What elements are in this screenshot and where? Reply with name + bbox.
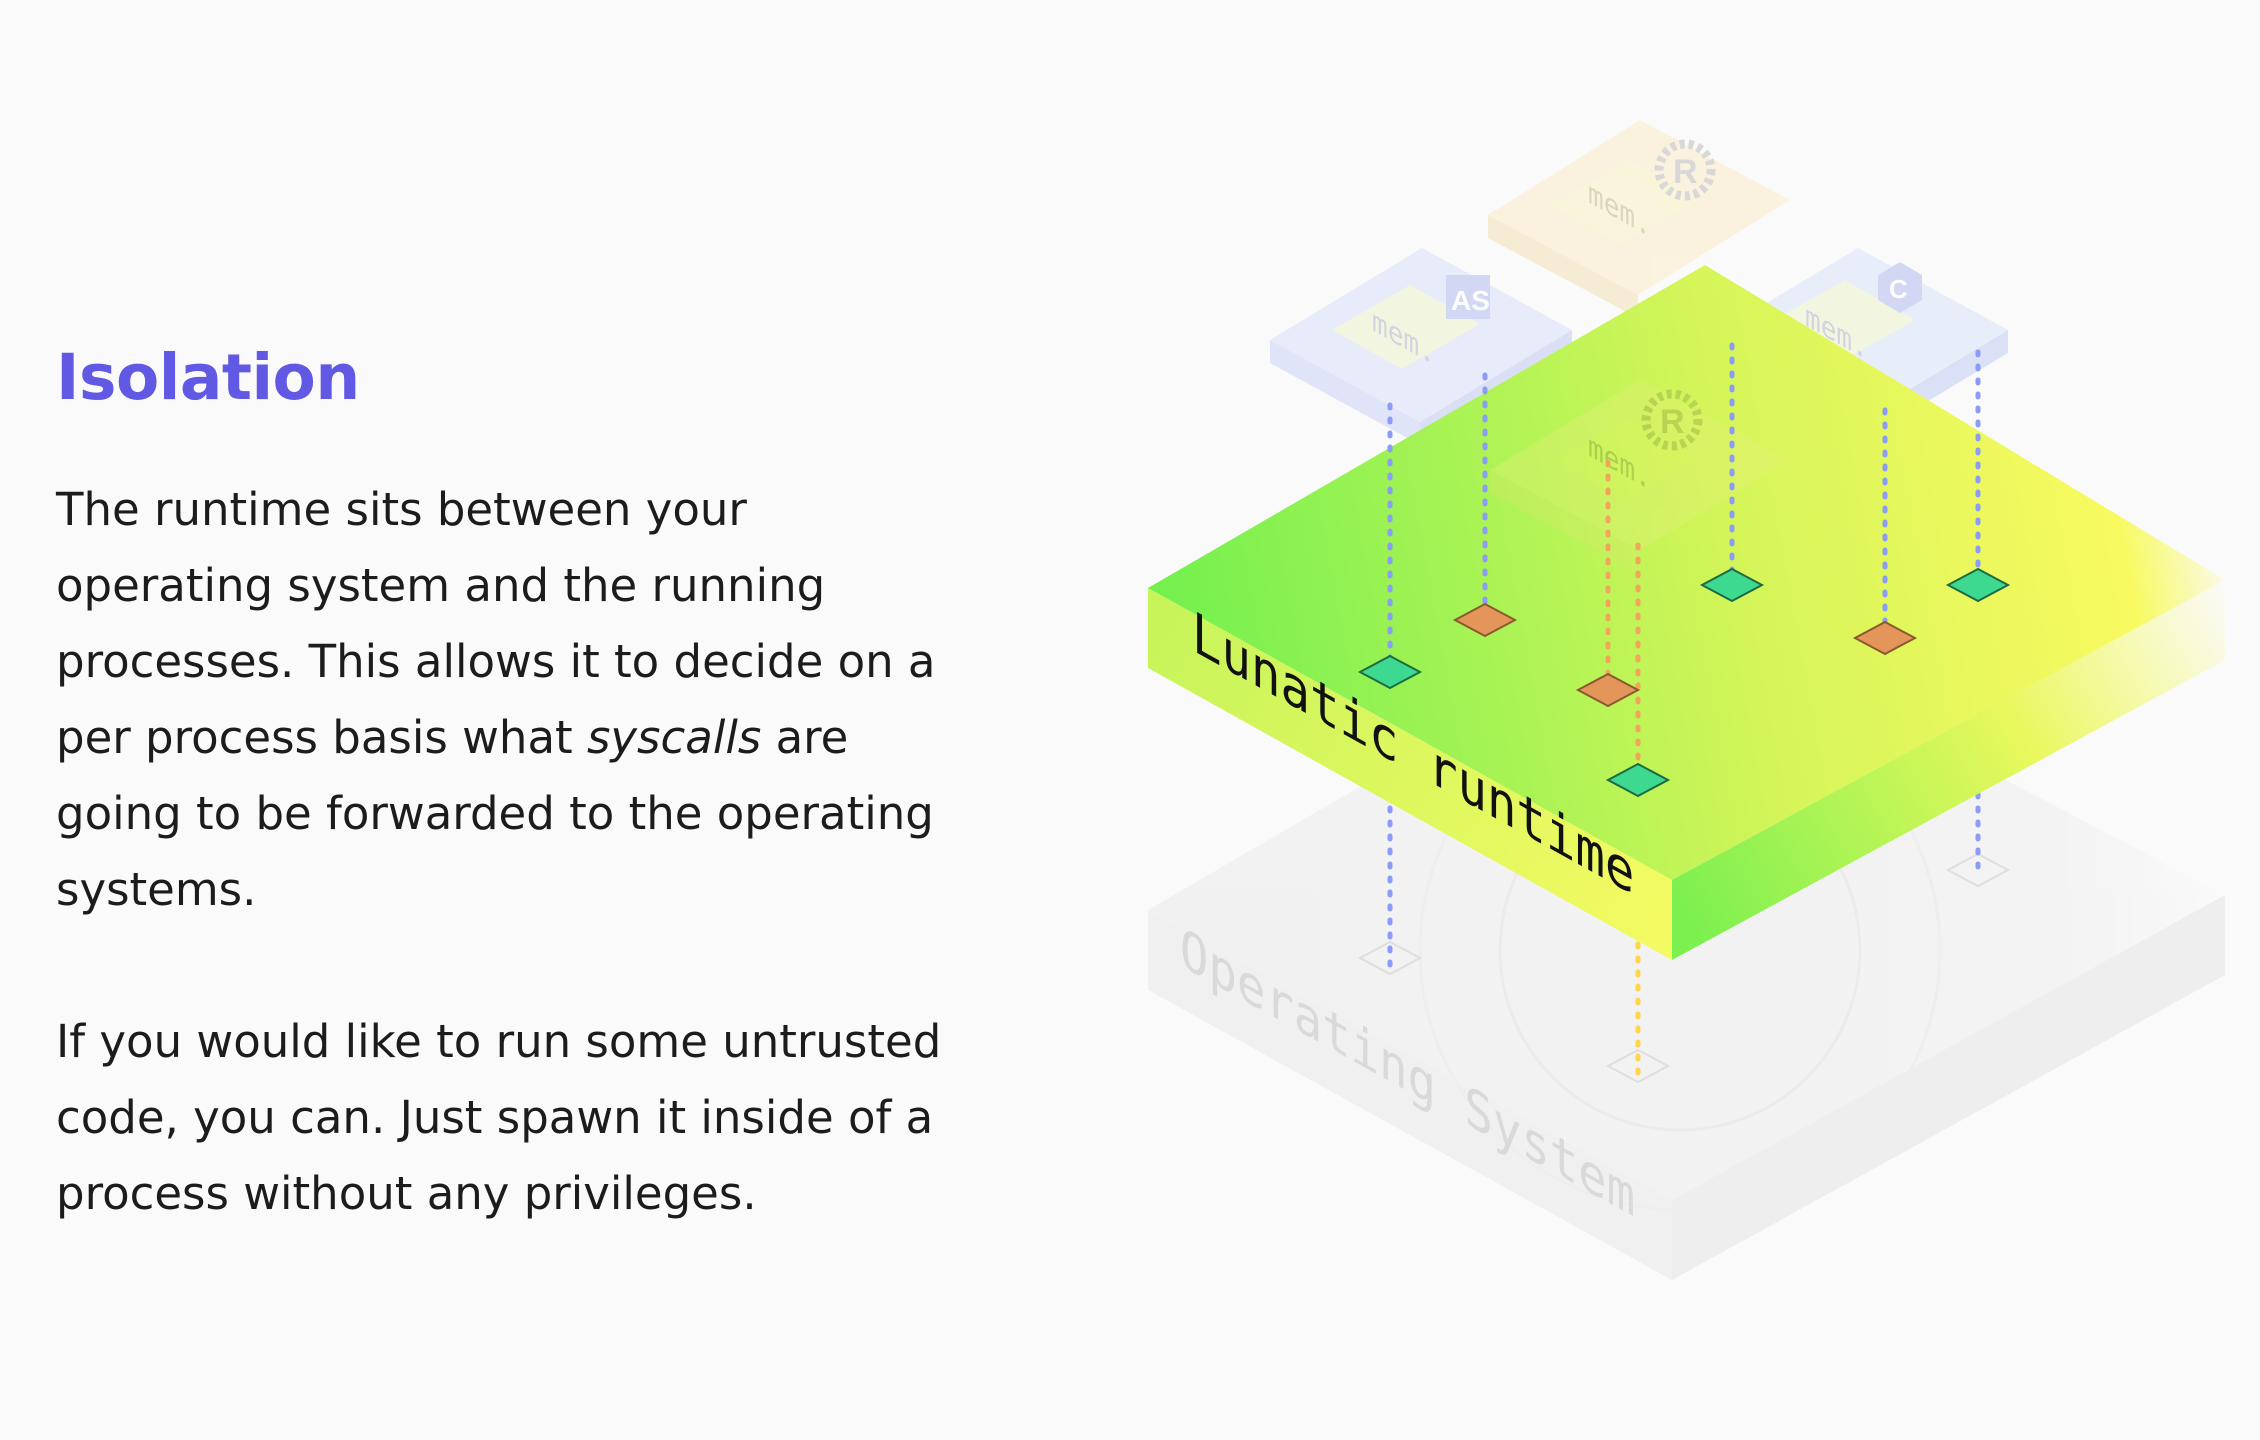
os-plate-left-side bbox=[1148, 910, 1672, 1280]
assemblyscript-logo-icon bbox=[1446, 275, 1490, 319]
blocked-syscall-marker bbox=[1452, 602, 1518, 638]
process-badge-rust: R bbox=[1660, 403, 1685, 441]
process-box-side bbox=[1270, 340, 1420, 445]
c-logo-icon bbox=[1878, 262, 1922, 313]
allowed-syscall-marker bbox=[1945, 567, 2011, 603]
allowed-syscall-marker bbox=[1605, 762, 1671, 798]
rust-process-back: mem. R bbox=[1488, 120, 1790, 318]
memory-slot bbox=[1332, 285, 1480, 369]
process-badge-assemblyscript: AS bbox=[1451, 285, 1490, 316]
allowed-syscall-marker bbox=[1357, 654, 1423, 690]
runtime-slab bbox=[1148, 265, 2225, 960]
blocked-syscall-marker bbox=[1575, 672, 1641, 708]
process-box-top bbox=[1490, 380, 1790, 550]
section-title: Isolation bbox=[56, 341, 360, 414]
rust-process-front: mem. R bbox=[1490, 380, 1790, 573]
paragraph-text-start: The runtime sits between your operating … bbox=[56, 482, 936, 764]
runtime-slab-left-side bbox=[1148, 588, 1672, 960]
isolation-section: Isolation The runtime sits between your … bbox=[56, 340, 976, 1232]
syscall-lines bbox=[1387, 342, 1981, 783]
paragraph-text-end: are going to be forwarded to the operati… bbox=[56, 710, 934, 916]
runtime-slab-top bbox=[1148, 265, 2225, 880]
process-badge-c: C bbox=[1889, 274, 1908, 304]
os-syscall-slot bbox=[1605, 1048, 1671, 1084]
memory-slot bbox=[1555, 418, 1700, 500]
syscall-markers bbox=[1357, 567, 2011, 798]
syscalls-emphasis: syscalls bbox=[586, 710, 762, 764]
untrusted-code-description: If you would like to run some untrusted … bbox=[56, 1014, 942, 1220]
os-syscall-targets bbox=[1357, 852, 2011, 1084]
rust-logo-icon bbox=[1641, 389, 1703, 451]
process-box-side bbox=[1490, 470, 1640, 573]
process-box-side bbox=[1488, 215, 1638, 318]
allowed-syscall-marker bbox=[1699, 567, 1765, 603]
runtime-description: The runtime sits between your operating … bbox=[56, 472, 976, 928]
process-badge-rust: R bbox=[1673, 153, 1698, 191]
memory-slot bbox=[1550, 160, 1700, 245]
runtime-slab-right-side bbox=[1672, 580, 2225, 960]
os-plate-right-side bbox=[1672, 895, 2225, 1280]
rust-logo-icon bbox=[1654, 139, 1716, 201]
blocked-syscall-marker bbox=[1852, 620, 1918, 656]
os-syscall-slot bbox=[1357, 940, 1423, 976]
os-syscall-slot bbox=[1945, 852, 2011, 888]
